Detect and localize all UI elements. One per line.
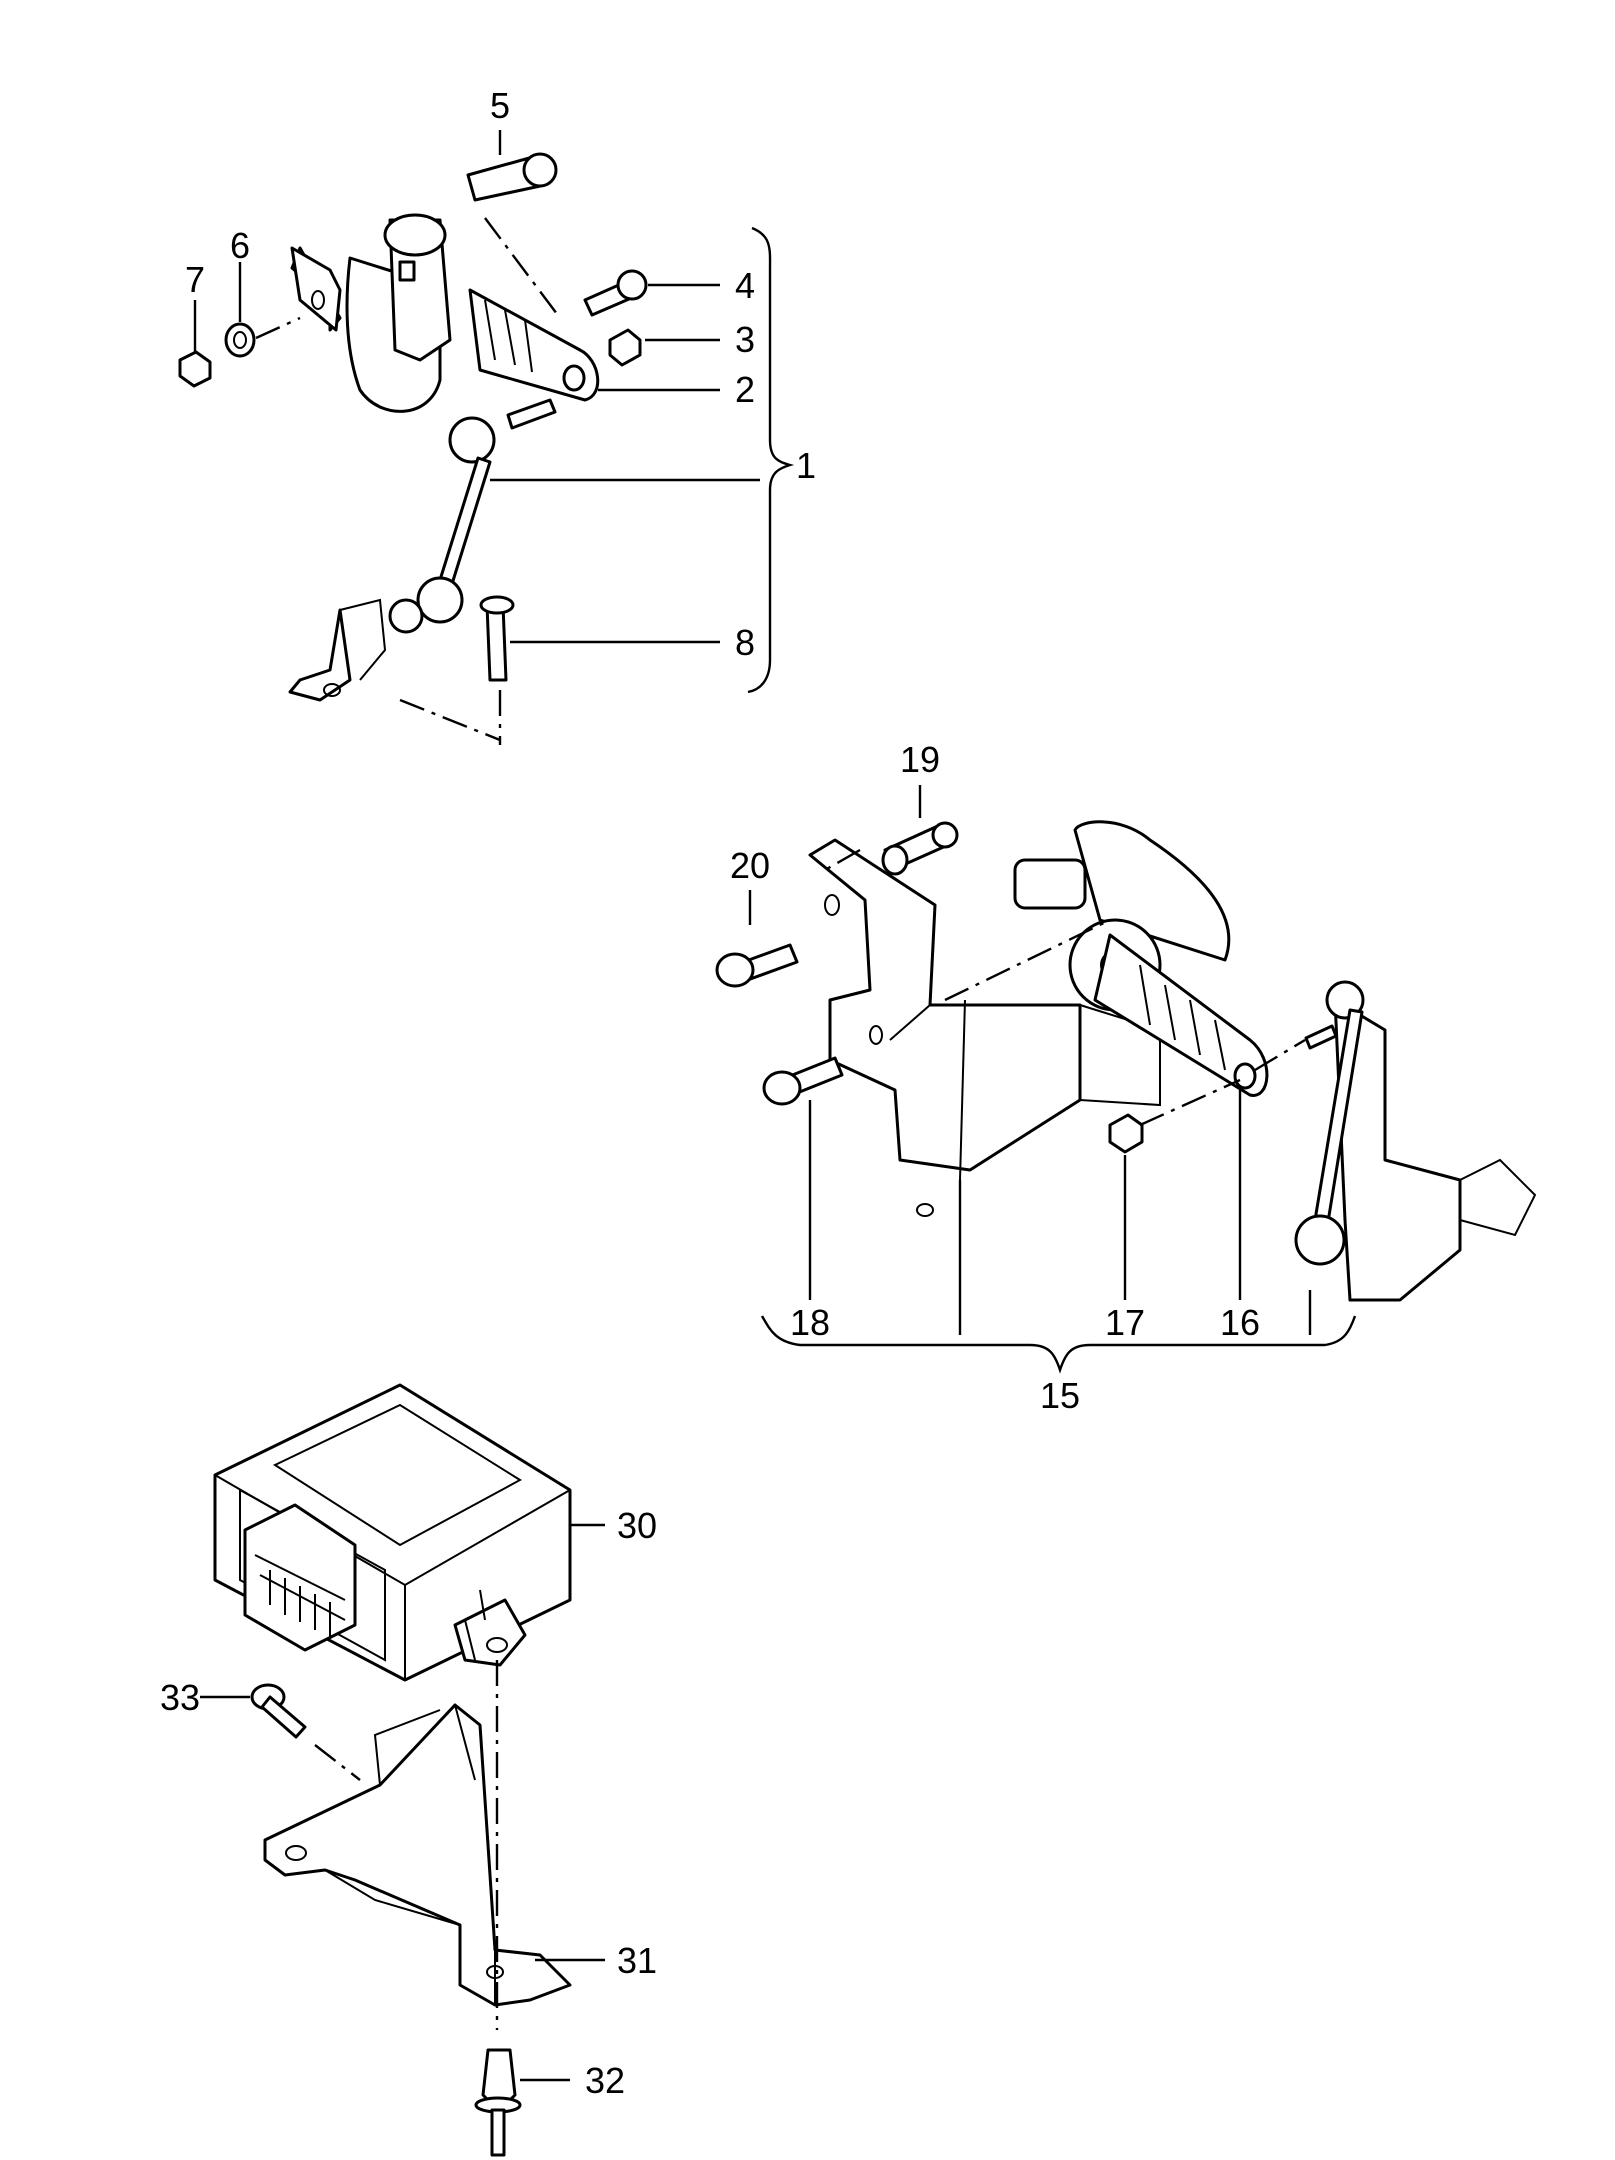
label-part-8: 8: [735, 622, 755, 663]
label-part-5: 5: [490, 85, 510, 126]
label-part-33: 33: [160, 1677, 200, 1718]
label-part-16: 16: [1220, 1302, 1260, 1343]
part-number-labels: 5 6 7 4 3 2 1 8 19 20 18 17 16 15 30 33 …: [160, 85, 1260, 2101]
label-part-3: 3: [735, 319, 755, 360]
leaders-assembly-1: [193, 130, 795, 694]
level-sensor-assembly-1: [178, 152, 648, 745]
control-unit-assembly: [213, 1383, 572, 2157]
label-part-4: 4: [735, 265, 755, 306]
label-part-20: 20: [730, 845, 770, 886]
leaders-control-unit: [200, 1523, 605, 2082]
label-part-6: 6: [230, 225, 250, 266]
label-part-30: 30: [617, 1505, 657, 1546]
label-part-31: 31: [617, 1940, 657, 1981]
level-sensor-assembly-15: [715, 820, 1537, 1302]
label-part-7: 7: [185, 259, 205, 300]
label-part-19: 19: [900, 739, 940, 780]
label-part-18: 18: [790, 1302, 830, 1343]
leaders-assembly-15: [748, 785, 1357, 1374]
label-part-2: 2: [735, 369, 755, 410]
label-part-15: 15: [1040, 1375, 1080, 1416]
label-part-17: 17: [1105, 1302, 1145, 1343]
label-part-32: 32: [585, 2060, 625, 2101]
label-part-1: 1: [796, 445, 816, 486]
